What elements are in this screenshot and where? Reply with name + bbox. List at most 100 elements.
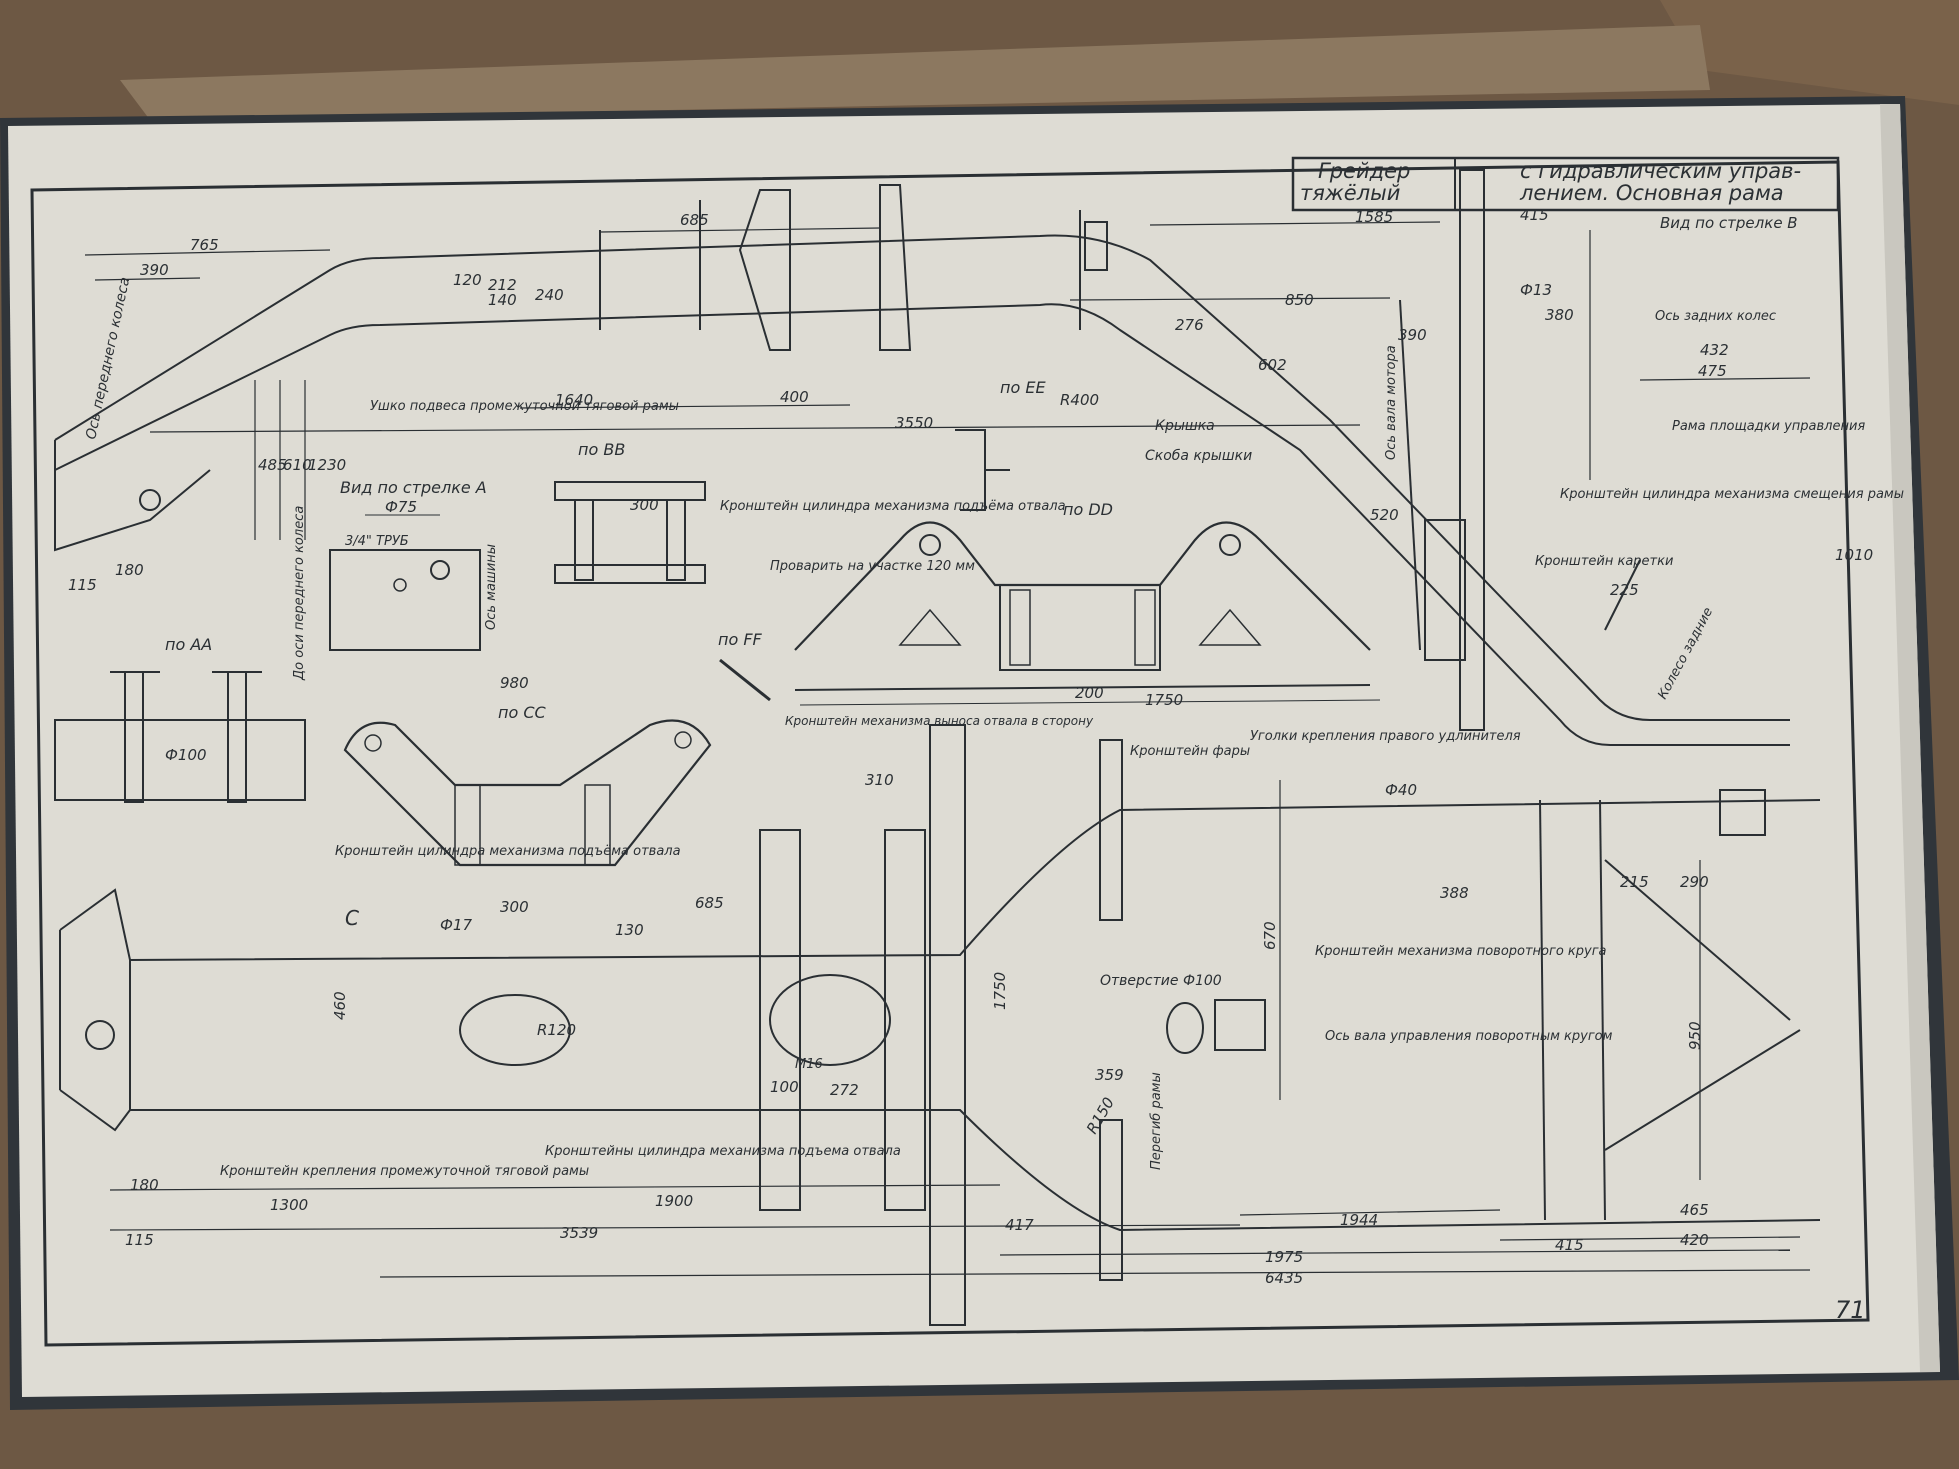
side-view-frame xyxy=(54,169,1790,746)
circle-shaft-label: Ось вала управления поворотным кругом xyxy=(1325,1029,1613,1044)
pipe-label: 3/4" ТРУБ xyxy=(345,534,409,549)
dim-130: 130 xyxy=(615,921,644,939)
dim-115: 115 xyxy=(68,576,97,594)
rear-wheels-label: Ось задних колес xyxy=(1655,309,1776,324)
dim-460: 460 xyxy=(331,991,349,1020)
dim-1010: 1010 xyxy=(1835,546,1873,564)
dim-100: 100 xyxy=(770,1078,799,1096)
dim-390: 390 xyxy=(140,261,169,279)
dim-1230: 1230 xyxy=(308,456,346,474)
dim-685: 685 xyxy=(680,211,709,229)
dim-1750-dd: 1750 xyxy=(1145,691,1183,709)
dim-400: 400 xyxy=(780,388,809,406)
title-line4: лением. Основная рама xyxy=(1519,181,1784,205)
section-cc: по СС 980 300 Кронштейн цилиндра механиз… xyxy=(335,674,712,916)
dim-1975: 1975 xyxy=(1265,1248,1303,1266)
dim-850: 850 xyxy=(1285,291,1314,309)
arrow-a-title: Вид по стрелке А xyxy=(340,478,487,497)
dim-200-dd: 200 xyxy=(1075,684,1104,702)
view-arrow-a: Вид по стрелке А Ф75 3/4" ТРУБ До оси пе… xyxy=(292,478,499,681)
dim-475: 475 xyxy=(1698,362,1727,380)
ff-title: по FF xyxy=(718,630,763,649)
dim-1640: 1640 xyxy=(555,391,593,409)
dim-465: 465 xyxy=(1680,1201,1709,1219)
dim-670: 670 xyxy=(1261,921,1279,950)
section-ee: по ЕЕ xyxy=(955,378,1046,511)
dim-f17: Ф17 xyxy=(440,916,472,934)
lug-label: Ушко подвеса промежуточной тяговой рамы xyxy=(370,399,679,414)
blade-side-bracket-label: Кронштейн механизма выноса отвала в стор… xyxy=(785,714,1094,728)
dimension-lines-upper xyxy=(84,221,1811,540)
dim-300-bb: 300 xyxy=(630,496,659,514)
title-line2: тяжёлый xyxy=(1300,181,1400,205)
dim-180b: 180 xyxy=(130,1176,159,1194)
dim-950: 950 xyxy=(1686,1021,1704,1050)
dim-215: 215 xyxy=(1620,873,1649,891)
dim-f100-aa: Ф100 xyxy=(165,746,207,764)
dim-212: 212 xyxy=(488,276,517,294)
dim-310: 310 xyxy=(865,771,894,789)
section-aa: по АА Ф100 xyxy=(54,635,306,803)
dim-1300: 1300 xyxy=(270,1196,308,1214)
machine-axis-label: Ось машины xyxy=(484,544,499,630)
dim-240: 240 xyxy=(535,286,564,304)
plan-view-frame xyxy=(59,724,1821,1326)
to-front-axle-label: До оси переднего колеса xyxy=(292,506,307,681)
ee-title: по ЕЕ xyxy=(1000,378,1046,397)
dim-115b: 115 xyxy=(125,1231,154,1249)
dim-359: 359 xyxy=(1095,1066,1124,1084)
dim-485: 485 xyxy=(258,456,287,474)
dim-1585: 1585 xyxy=(1355,208,1393,226)
dim-225: 225 xyxy=(1610,581,1639,599)
dim-290: 290 xyxy=(1680,873,1709,891)
dim-415: 415 xyxy=(1520,206,1549,224)
bolt-label: М16 xyxy=(795,1057,823,1072)
carriage-bracket-label: Кронштейн каретки xyxy=(1535,554,1673,569)
circle-bracket-label: Кронштейн механизма поворотного круга xyxy=(1315,944,1607,959)
dim-3550: 3550 xyxy=(895,414,933,432)
dim-685b: 685 xyxy=(695,894,724,912)
motor-shaft-label: Ось вала мотора xyxy=(1384,345,1399,460)
dim-r120: R120 xyxy=(537,1021,576,1039)
weld-label: Проварить на участке 120 мм xyxy=(770,559,975,574)
drawbar-bracket-label: Кронштейн крепления промежуточной тягово… xyxy=(220,1164,589,1179)
dim-980: 980 xyxy=(500,674,529,692)
dim-520: 520 xyxy=(1370,506,1399,524)
dim-f40: Ф40 xyxy=(1385,781,1417,799)
section-ff: по FF xyxy=(718,630,771,702)
dim-602: 602 xyxy=(1258,356,1287,374)
blade-lift-bracket-label: Кронштейн цилиндра механизма подъёма отв… xyxy=(720,499,1066,514)
title-line1: Грейдер xyxy=(1318,159,1410,183)
arrow-b-label: Вид по стрелке В xyxy=(1660,214,1798,232)
dim-276: 276 xyxy=(1175,316,1204,334)
dim-3539: 3539 xyxy=(560,1224,598,1242)
c-marker: С xyxy=(345,906,359,930)
dim-1900: 1900 xyxy=(655,1192,693,1210)
dim-6435: 6435 xyxy=(1265,1269,1303,1287)
page-number: 71 xyxy=(1835,1296,1866,1324)
dim-432: 432 xyxy=(1700,341,1729,359)
shift-bracket-label: Кронштейн цилиндра механизма смещения ра… xyxy=(1560,487,1904,502)
dim-610: 610 xyxy=(283,456,312,474)
dim-417: 417 xyxy=(1005,1216,1034,1234)
extension-angles-label: Уголки крепления правого удлинителя xyxy=(1250,729,1521,744)
dim-388: 388 xyxy=(1440,884,1469,902)
title-line3: с гидравлическим управ- xyxy=(1520,159,1801,183)
platform-frame-label: Рама площадки управления xyxy=(1672,419,1865,434)
lift-brackets-label: Кронштейны цилиндра механизма подъема от… xyxy=(545,1144,901,1159)
dim-120: 120 xyxy=(453,271,482,289)
cc-title: по СС xyxy=(498,703,547,722)
dimension-lines-lower xyxy=(109,780,1811,1278)
frame-bend-label: Перегиб рамы xyxy=(1149,1072,1164,1170)
dim-f75: Ф75 xyxy=(385,498,417,516)
title-block: Грейдер тяжёлый с гидравлическим управ- … xyxy=(1291,156,1840,212)
dim-1944: 1944 xyxy=(1340,1211,1378,1229)
dim-380: 380 xyxy=(1545,306,1574,324)
dim-180: 180 xyxy=(115,561,144,579)
dim-300-cc: 300 xyxy=(500,898,529,916)
hole-label: Отверстие Ф100 xyxy=(1100,973,1222,989)
lid-bracket-label: Скоба крышки xyxy=(1145,448,1252,464)
dd-title: по DD xyxy=(1063,500,1113,519)
